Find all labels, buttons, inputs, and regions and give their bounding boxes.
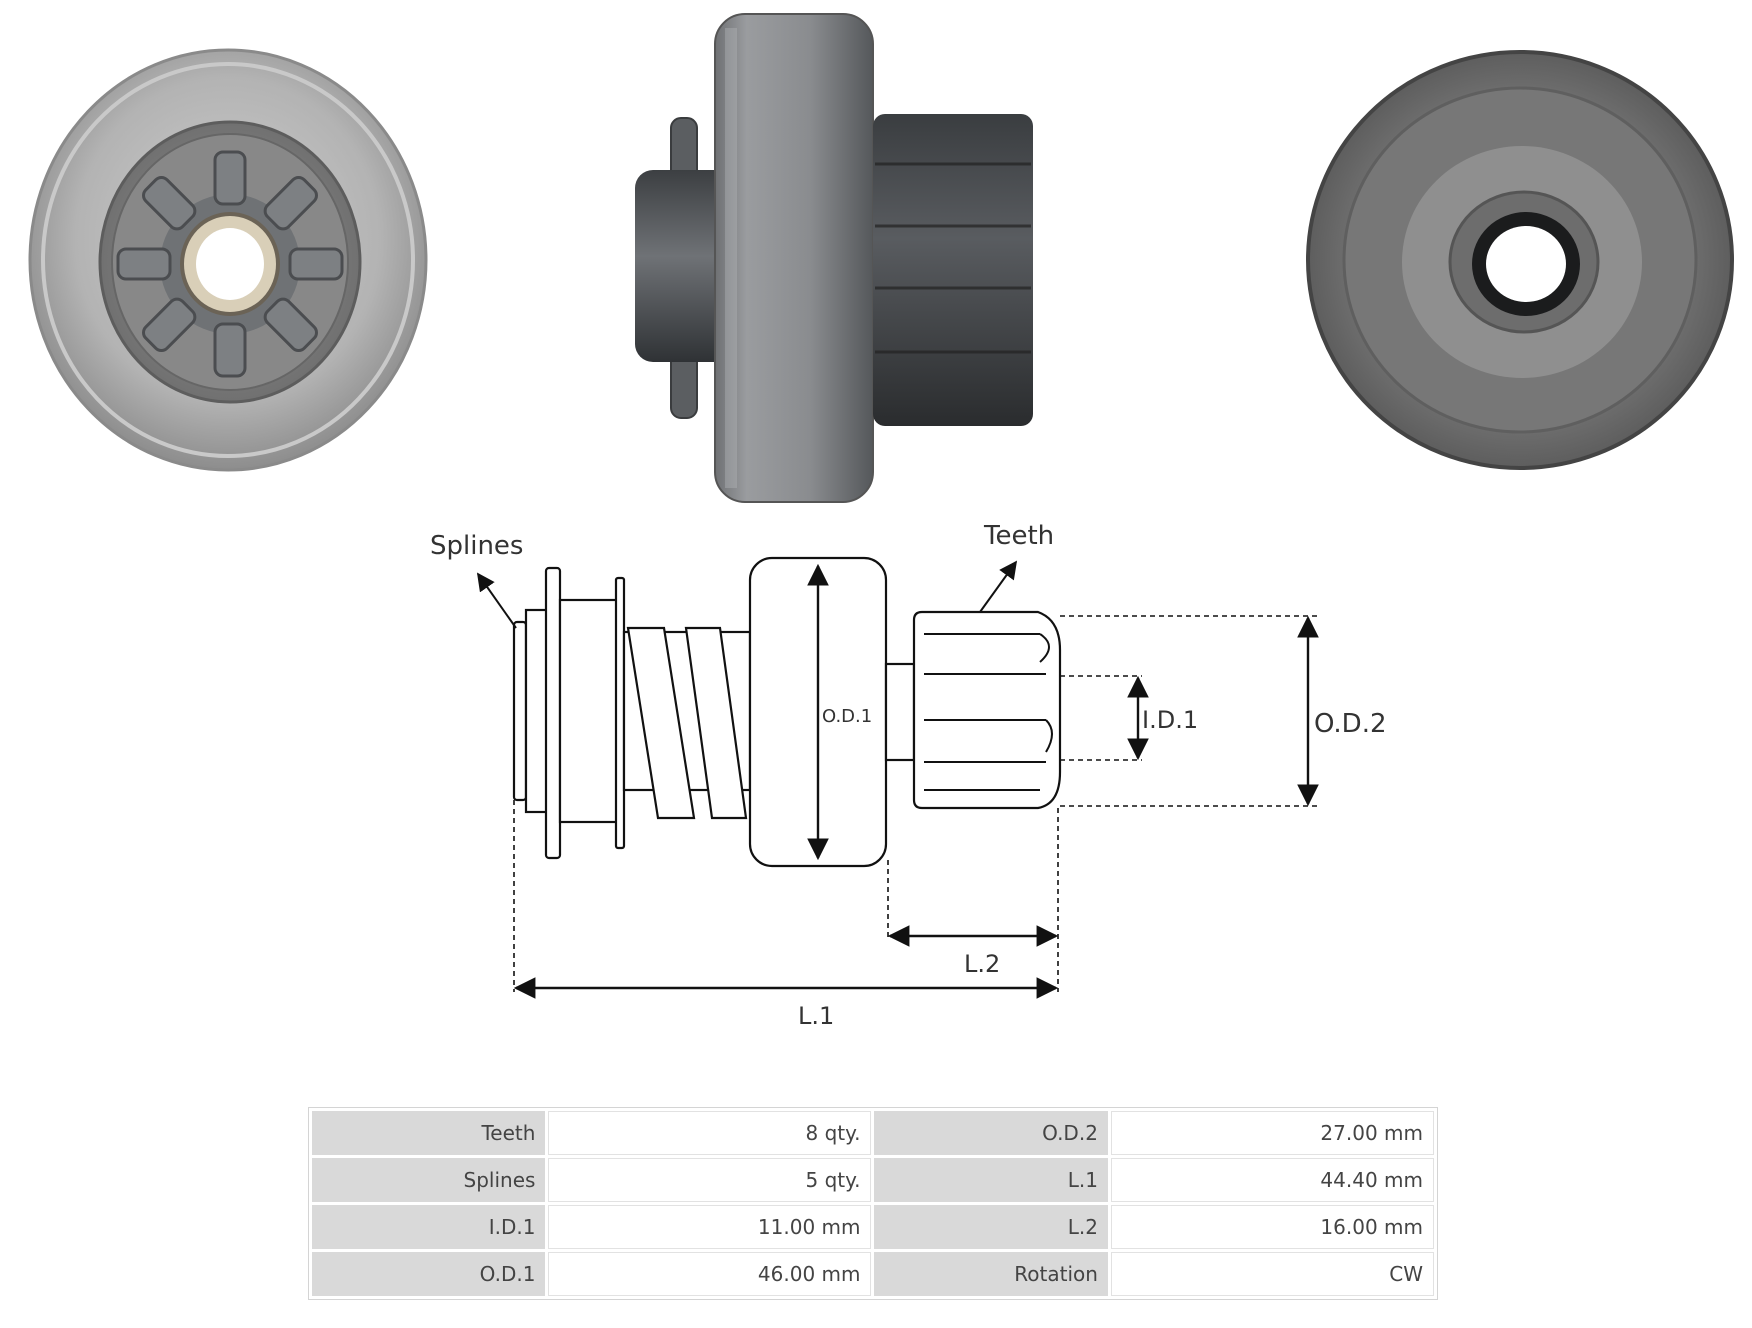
gear-tooth [263,176,318,231]
splines-label: Splines [430,531,523,561]
spec-key: O.D.2 [874,1111,1108,1155]
table-row: I.D.1 11.00 mm L.2 16.00 mm [312,1205,1434,1249]
spec-key: L.2 [874,1205,1108,1249]
spec-value: 16.00 mm [1110,1205,1434,1249]
spec-key: I.D.1 [312,1205,546,1249]
spec-key: Teeth [312,1111,546,1155]
pinion-teeth-lines [924,633,1053,791]
spec-value: 27.00 mm [1110,1111,1434,1155]
table-row: O.D.1 46.00 mm Rotation CW [312,1252,1434,1296]
drive-rear-photo [1306,50,1734,470]
gear-tooth [142,176,197,231]
id1-label: I.D.1 [1142,706,1198,734]
gear-tooth [213,322,247,378]
drive-side-photo [635,13,1033,503]
l1-label: L.1 [798,1002,834,1030]
l2-label: L.2 [964,950,1000,978]
spec-value: CW [1110,1252,1434,1296]
spec-key: Splines [312,1158,546,1202]
spec-value: 11.00 mm [548,1205,872,1249]
dimension-drawing: Splines Teeth O.D.1 I.D.1 O.D.2 L.2 L.1 [430,521,1387,1030]
gear-tooth [288,247,344,281]
spec-value: 46.00 mm [548,1252,872,1296]
gear-tooth [213,150,247,206]
spec-key: O.D.1 [312,1252,546,1296]
spec-value: 5 qty. [548,1158,872,1202]
od2-label: O.D.2 [1314,709,1387,739]
drive-outline [512,556,1062,868]
spec-table: Teeth 8 qty. O.D.2 27.00 mm Splines 5 qt… [308,1107,1438,1300]
table-row: Teeth 8 qty. O.D.2 27.00 mm [312,1111,1434,1155]
gear-tooth [142,297,197,352]
table-row: Splines 5 qty. L.1 44.40 mm [312,1158,1434,1202]
drive-front-photo [28,48,428,472]
spec-key: Rotation [874,1252,1108,1296]
gear-tooth [263,297,318,352]
gear-tooth [116,247,172,281]
spec-value: 44.40 mm [1110,1158,1434,1202]
spec-value: 8 qty. [548,1111,872,1155]
teeth-label: Teeth [983,521,1054,551]
od1-label: O.D.1 [822,706,872,727]
spec-key: L.1 [874,1158,1108,1202]
